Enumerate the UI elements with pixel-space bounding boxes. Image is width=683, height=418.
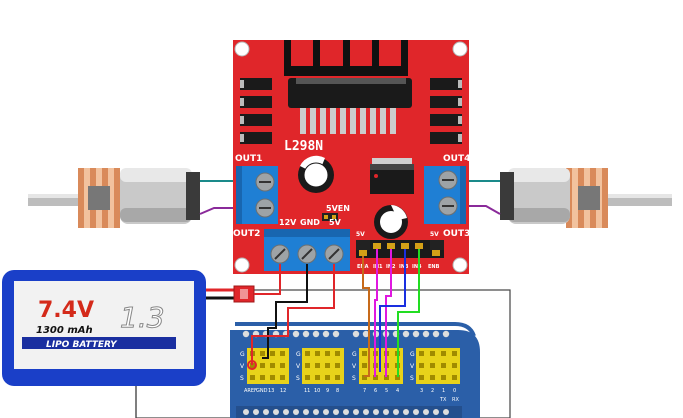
shield-header-group-4[interactable] — [416, 348, 460, 384]
motor-wires — [199, 180, 501, 215]
wire-in1 — [374, 249, 378, 377]
l298n-driver-board: L298N 5VEN — [233, 40, 470, 274]
row-letter-v-4: V — [410, 363, 415, 370]
pin-label-13: 13 — [268, 388, 274, 394]
pin-label-7: 7 — [363, 388, 366, 394]
row-letter-g: G — [240, 351, 245, 358]
5ven-jumper[interactable] — [322, 213, 338, 221]
header-label-in1: IN1 — [373, 264, 383, 270]
pin-label-10: 10 — [314, 388, 320, 394]
pin-label-9: 9 — [326, 388, 329, 394]
pin-label-gnd: GND — [256, 388, 268, 394]
battery-version: 1.3 — [120, 301, 165, 334]
shield-bottom-holes — [236, 406, 462, 418]
pin-label-11: 11 — [304, 388, 310, 394]
pin-label-1: 1 — [442, 388, 445, 394]
pin-label-8: 8 — [336, 388, 339, 394]
chip-label: L298N — [284, 139, 323, 154]
wire-12v — [254, 264, 281, 295]
serial-label-tx: TX — [439, 397, 447, 403]
out2-label: OUT2 — [233, 229, 260, 239]
power-label-gnd: GND — [300, 218, 320, 227]
left-motor — [28, 168, 200, 228]
row-letter-g-3: G — [296, 351, 301, 358]
voltage-regulator — [370, 158, 414, 194]
pin-label-12: 12 — [280, 388, 286, 394]
header-side-right: 5V — [430, 231, 439, 238]
header-label-enb: ENB — [428, 264, 440, 270]
power-wires — [206, 264, 335, 370]
row-letter-s-2: S — [352, 375, 356, 382]
battery-voltage: 7.4V — [38, 298, 94, 323]
shield-header-group-2[interactable] — [302, 348, 344, 384]
wire-in3 — [379, 249, 406, 372]
arduino-sensor-shield: G V S G V S G V S G V S — [135, 289, 511, 418]
row-letter-v-2: V — [352, 363, 357, 370]
battery-type: LIPO BATTERY — [46, 340, 118, 350]
header-side-left: 5V — [356, 231, 365, 238]
chip-legs — [300, 108, 396, 134]
row-letter-g-2: G — [352, 351, 357, 358]
row-letter-v: V — [240, 363, 245, 370]
out3-out4-terminal[interactable] — [424, 166, 466, 224]
diodes-right — [430, 78, 462, 144]
row-letter-s-4: S — [410, 375, 414, 382]
row-letter-s: S — [240, 375, 244, 382]
signal-header[interactable] — [356, 240, 444, 258]
out1-label: OUT1 — [235, 154, 262, 164]
battery-capacity: 1300 mAh — [36, 325, 93, 336]
row-letter-v-3: V — [296, 363, 301, 370]
row-letter-g-4: G — [410, 351, 415, 358]
capacitor-top — [298, 155, 334, 193]
heatsink — [284, 40, 412, 108]
pin-label-5: 5 — [385, 388, 388, 394]
wire-5v — [251, 264, 335, 365]
header-label-in4: IN4 — [412, 264, 422, 270]
wire-in2 — [385, 249, 392, 377]
lipo-battery: 7.4V 1.3 1300 mAh LIPO BATTERY — [2, 270, 206, 418]
out3-label: OUT3 — [443, 229, 470, 239]
pin-label-6: 6 — [374, 388, 377, 394]
out1-out2-terminal[interactable] — [236, 166, 278, 224]
capacitor-bottom — [374, 205, 408, 239]
pin-label-4: 4 — [396, 388, 399, 394]
diodes-left — [240, 78, 272, 144]
power-label-12v: 12V — [279, 218, 297, 227]
wire-gnd — [262, 264, 308, 359]
right-motor — [500, 168, 672, 228]
signal-wires — [362, 249, 420, 377]
battery-label — [14, 281, 194, 369]
pin-label-0: 0 — [453, 388, 456, 394]
row-letter-s-3: S — [296, 375, 300, 382]
jumper-label: 5VEN — [326, 204, 350, 213]
pin-label-2: 2 — [431, 388, 434, 394]
pin-label-3: 3 — [420, 388, 423, 394]
pin-label-aref: AREF — [244, 388, 257, 394]
wire-ena — [362, 256, 370, 377]
serial-label-rx: RX — [452, 397, 459, 403]
power-label-5v: 5V — [329, 218, 342, 227]
battery-type-band — [22, 337, 176, 349]
out4-label: OUT4 — [443, 154, 470, 164]
wire-in4 — [397, 249, 420, 377]
l298n-chip — [288, 78, 412, 108]
